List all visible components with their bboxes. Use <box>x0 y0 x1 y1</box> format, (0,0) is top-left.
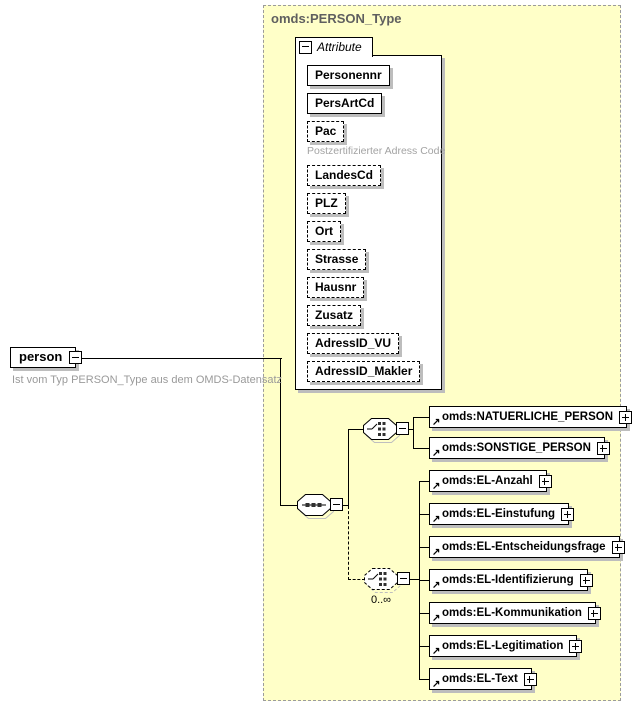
reference-arrow-icon: ↗ <box>432 646 441 657</box>
expand-icon[interactable] <box>538 475 552 488</box>
element-box-el-text[interactable]: ↗ omds:EL-Text <box>429 668 537 690</box>
collapse-icon[interactable] <box>330 498 343 511</box>
expand-icon[interactable] <box>579 574 593 587</box>
collapse-icon[interactable] <box>396 422 409 435</box>
expand-icon[interactable] <box>569 640 583 653</box>
choice-icon <box>364 568 401 593</box>
attributes-tab[interactable]: Attribute <box>295 37 373 57</box>
expand-icon[interactable] <box>523 673 537 686</box>
attribute-box-hausnr[interactable]: Hausnr <box>307 277 365 298</box>
connector-line <box>70 358 282 359</box>
element-box-el-identifizierung[interactable]: ↗ omds:EL-Identifizierung <box>429 569 593 591</box>
connector-line <box>280 505 298 506</box>
attribute-box-plz[interactable]: PLZ <box>307 193 346 214</box>
reference-arrow-icon: ↗ <box>432 679 441 690</box>
connector-line <box>419 481 430 482</box>
reference-arrow-icon: ↗ <box>432 417 441 428</box>
connector-line <box>413 417 414 449</box>
reference-arrow-icon: ↗ <box>432 514 441 525</box>
reference-arrow-icon: ↗ <box>432 613 441 624</box>
connector-line <box>419 547 430 548</box>
element-label: omds:EL-Legitimation <box>442 640 564 652</box>
expand-icon[interactable] <box>561 508 575 521</box>
element-box-el-kommunikation[interactable]: ↗ omds:EL-Kommunikation <box>429 602 601 624</box>
expand-icon[interactable] <box>611 541 625 554</box>
root-element-label: person <box>19 349 63 364</box>
connector-line <box>419 514 430 515</box>
element-label: omds:EL-Kommunikation <box>442 607 582 619</box>
sequence-connector[interactable] <box>297 494 345 520</box>
element-label: omds:EL-Anzahl <box>442 475 533 487</box>
element-label: omds:EL-Entscheidungsfrage <box>442 541 606 553</box>
collapse-icon[interactable] <box>299 40 312 54</box>
element-box-el-entscheidungsfrage[interactable]: ↗ omds:EL-Entscheidungsfrage <box>429 536 625 558</box>
connector-line <box>348 429 364 430</box>
expand-icon[interactable] <box>596 442 610 455</box>
sequence-icon <box>297 494 334 519</box>
attribute-box-adressid-makler[interactable]: AdressID_Makler <box>307 361 421 382</box>
choice-icon <box>363 418 400 443</box>
attribute-box-ort[interactable]: Ort <box>307 221 341 242</box>
expand-icon[interactable] <box>619 411 633 424</box>
connector-line <box>413 417 430 418</box>
element-label: omds:EL-Einstufung <box>442 508 556 520</box>
element-box-el-legitimation[interactable]: ↗ omds:EL-Legitimation <box>429 635 583 657</box>
connector-line <box>408 429 414 430</box>
occurrence-label: 0..∞ <box>370 594 392 606</box>
connector-line <box>419 646 430 647</box>
root-element-annotation: Ist vom Typ PERSON_Type aus dem OMDS-Dat… <box>12 374 283 386</box>
attribute-box-persartcd[interactable]: PersArtCd <box>307 93 383 114</box>
attribute-annotation-pac: Postzertifizierter Adress Code <box>307 145 446 157</box>
connector-line <box>409 579 420 580</box>
reference-arrow-icon: ↗ <box>432 580 441 591</box>
element-box-natuerliche-person[interactable]: ↗ omds:NATUERLICHE_PERSON <box>429 406 633 428</box>
collapse-icon[interactable] <box>397 572 410 585</box>
attribute-box-strasse[interactable]: Strasse <box>307 249 367 270</box>
expand-icon[interactable] <box>587 607 601 620</box>
repeat-choice-connector[interactable] <box>364 568 412 594</box>
attribute-box-landescd[interactable]: LandesCd <box>307 165 382 186</box>
complex-type-title: omds:PERSON_Type <box>271 11 402 26</box>
connector-line <box>341 505 349 506</box>
choice-connector[interactable] <box>363 418 411 444</box>
connector-line <box>419 679 430 680</box>
attribute-box-personennr[interactable]: Personennr <box>307 65 390 86</box>
connector-line-dashed <box>348 579 365 580</box>
collapse-icon[interactable] <box>69 351 83 364</box>
attribute-box-zusatz[interactable]: Zusatz <box>307 305 362 326</box>
attribute-box-adressid-vu[interactable]: AdressID_VU <box>307 333 400 354</box>
element-box-el-einstufung[interactable]: ↗ omds:EL-Einstufung <box>429 503 575 525</box>
connector-line <box>419 580 430 581</box>
connector-line <box>280 358 281 506</box>
attributes-tab-label: Attribute <box>317 40 362 54</box>
connector-line-dashed <box>348 506 349 580</box>
reference-arrow-icon: ↗ <box>432 481 441 492</box>
element-label: omds:EL-Text <box>442 673 518 685</box>
reference-arrow-icon: ↗ <box>432 547 441 558</box>
element-box-el-anzahl[interactable]: ↗ omds:EL-Anzahl <box>429 470 552 492</box>
element-box-sonstige-person[interactable]: ↗ omds:SONSTIGE_PERSON <box>429 437 610 459</box>
reference-arrow-icon: ↗ <box>432 448 441 459</box>
element-label: omds:NATUERLICHE_PERSON <box>442 411 614 423</box>
root-element-person[interactable]: person <box>10 347 83 368</box>
connector-line <box>419 613 430 614</box>
connector-line <box>348 429 349 506</box>
element-label: omds:SONSTIGE_PERSON <box>442 442 591 454</box>
element-label: omds:EL-Identifizierung <box>442 574 574 586</box>
attribute-box-pac[interactable]: Pac <box>307 121 345 142</box>
connector-line <box>413 448 430 449</box>
